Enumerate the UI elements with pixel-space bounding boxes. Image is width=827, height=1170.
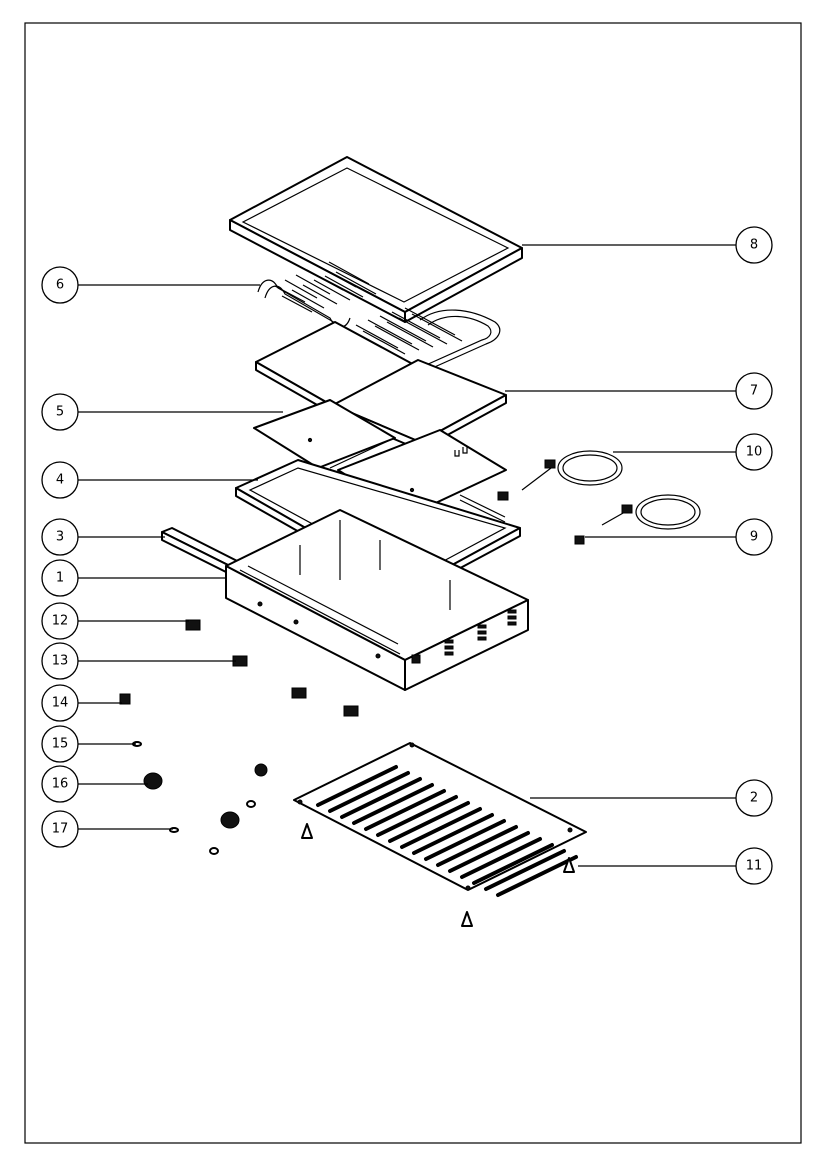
callout-14: 14	[41, 684, 79, 722]
vent-slot	[496, 855, 578, 897]
vent-slot	[424, 819, 506, 861]
callout-17: 17	[41, 810, 79, 848]
callout-3-number: 3	[56, 530, 64, 545]
callout-14-number: 14	[52, 696, 69, 711]
vent-slot	[316, 765, 398, 807]
vent-slot	[376, 795, 458, 837]
callout-13-number: 13	[52, 654, 69, 669]
callout-8-number: 8	[750, 238, 758, 253]
callout-2-number: 2	[750, 791, 758, 806]
callout-12-number: 12	[52, 614, 69, 629]
callout-7: 7	[735, 372, 773, 410]
drawing-border	[24, 22, 802, 1144]
callout-11-number: 11	[746, 859, 763, 874]
leader-lines	[78, 244, 736, 867]
part-8-griddle-plate	[229, 156, 523, 323]
part-10-thermostat-probe	[497, 450, 623, 501]
callout-2: 2	[735, 779, 773, 817]
vent-slot	[436, 825, 518, 867]
callout-17-number: 17	[52, 822, 69, 837]
callout-11: 11	[735, 847, 773, 885]
callout-15-number: 15	[52, 737, 69, 752]
callout-5: 5	[41, 393, 79, 431]
callout-10: 10	[735, 433, 773, 471]
callout-6: 6	[41, 266, 79, 304]
callout-5-number: 5	[56, 405, 64, 420]
vent-slot	[472, 843, 554, 885]
vent-slot	[364, 789, 446, 831]
callout-8: 8	[735, 226, 773, 264]
part-2-bottom-plate	[293, 742, 587, 897]
callout-4-number: 4	[56, 473, 64, 488]
callout-6-number: 6	[56, 278, 64, 293]
callout-3: 3	[41, 518, 79, 556]
vent-slot	[484, 849, 566, 891]
callout-7-number: 7	[750, 384, 758, 399]
callout-10-number: 10	[746, 445, 763, 460]
vent-slot	[400, 807, 482, 849]
callout-1-number: 1	[56, 571, 64, 586]
callout-16: 16	[41, 765, 79, 803]
callout-16-number: 16	[52, 777, 69, 792]
part-9-thermostat-probe	[574, 494, 701, 545]
callout-9: 9	[735, 518, 773, 556]
callout-13: 13	[41, 642, 79, 680]
vent-slot	[448, 831, 530, 873]
vent-slot	[460, 837, 542, 879]
callout-1: 1	[41, 559, 79, 597]
vent-slot	[388, 801, 470, 843]
callout-12: 12	[41, 602, 79, 640]
vent-slot	[328, 771, 410, 813]
part-1-housing	[225, 509, 529, 691]
vent-slot	[340, 777, 422, 819]
callout-15: 15	[41, 725, 79, 763]
small-components	[119, 619, 359, 855]
callout-9-number: 9	[750, 530, 758, 545]
vent-slot	[352, 783, 434, 825]
vent-slot	[412, 813, 494, 855]
part-11-feet	[301, 823, 575, 927]
callout-4: 4	[41, 461, 79, 499]
